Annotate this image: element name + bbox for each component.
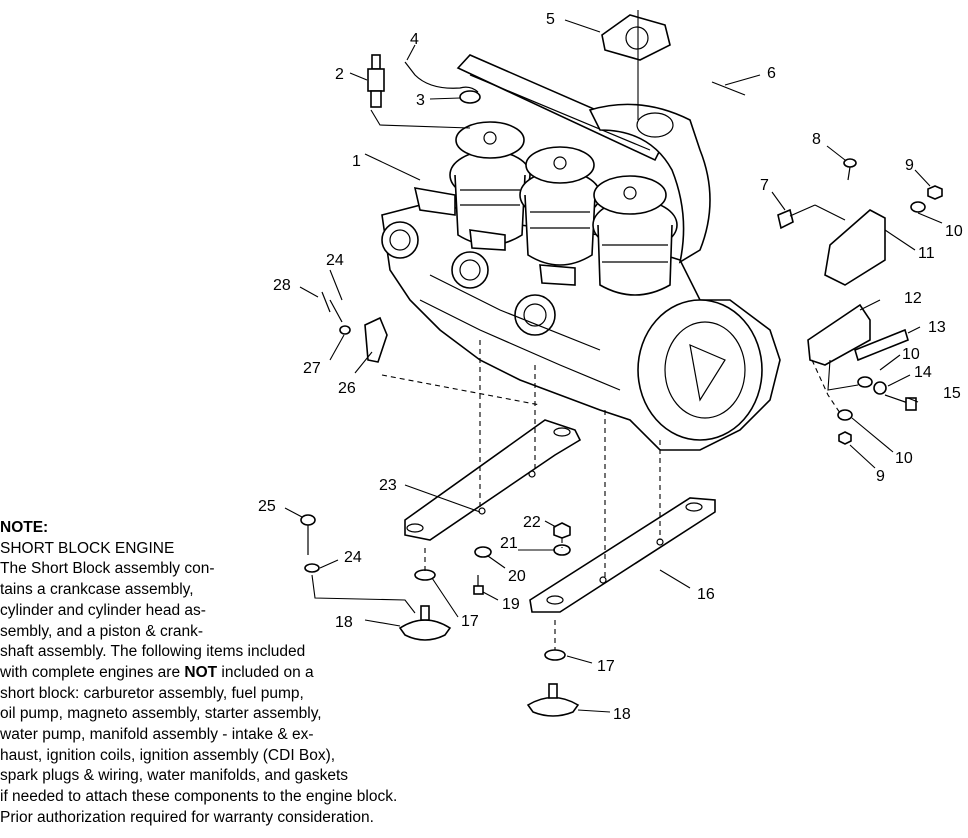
bolt-15 [884, 394, 917, 411]
gasket [601, 14, 671, 61]
callout-8: 8 [812, 131, 821, 148]
callout-24-low: 24 [344, 549, 362, 566]
bracket-11 [824, 209, 886, 286]
cylinder-heads [455, 121, 667, 215]
callout-20: 20 [508, 568, 526, 585]
washer-24-top [339, 325, 351, 335]
callout-14: 14 [914, 364, 932, 381]
callout-21: 21 [500, 535, 518, 552]
callout-17-left: 17 [461, 613, 479, 630]
note-line: water pump, manifold assembly - intake &… [0, 726, 314, 744]
note-line: short block: carburetor assembly, fuel p… [0, 684, 304, 702]
leader-lines [284, 10, 943, 713]
washer-10-mid [857, 376, 873, 388]
bolt-25 [300, 514, 316, 555]
callout-19: 19 [502, 596, 520, 613]
note-line-emphasis: with complete engines are NOT included o… [0, 663, 314, 681]
engine-mount-18-right [526, 683, 580, 717]
callout-4: 4 [410, 31, 419, 48]
nut-22 [553, 522, 571, 539]
note-line: Prior authorization required for warrant… [0, 808, 374, 826]
note-line: cylinder and cylinder head as- [0, 601, 206, 619]
callout-26: 26 [338, 380, 356, 397]
callout-16: 16 [697, 586, 715, 603]
callout-5: 5 [546, 11, 555, 28]
note-line: haust, ignition coils, ignition assembly… [0, 746, 336, 764]
spacer-17-right [544, 649, 566, 661]
note-line: if needed to attach these components to … [0, 788, 398, 806]
note-title: NOTE: [0, 519, 49, 536]
callout-10-top: 10 [945, 223, 963, 240]
callout-12: 12 [904, 290, 922, 307]
bolt-28 [321, 291, 343, 323]
callout-25: 25 [258, 498, 276, 515]
callout-17-right: 17 [597, 658, 615, 675]
bolt-19 [473, 575, 484, 595]
washer-24 [304, 563, 320, 573]
callout-6: 6 [767, 65, 776, 82]
callout-27: 27 [303, 360, 321, 377]
bolt-7 [777, 204, 816, 230]
callout-18-left: 18 [335, 614, 353, 631]
spark-plug [367, 54, 385, 108]
engine-mount-18-left [398, 605, 452, 641]
bracket-12 [807, 303, 871, 366]
clip-26 [364, 316, 388, 363]
washer-21 [553, 544, 571, 556]
callout-10-low: 10 [895, 450, 913, 467]
callout-3: 3 [416, 92, 425, 109]
magneto-housing [637, 299, 763, 441]
callout-15: 15 [943, 385, 961, 402]
callout-9-low: 9 [876, 468, 885, 485]
washer-14 [873, 381, 887, 395]
washer-10-top [910, 201, 926, 213]
callout-numbers: 1 2 3 4 5 6 7 8 9 10 11 12 13 10 14 15 1… [258, 11, 963, 723]
note-line: The Short Block assembly con- [0, 560, 215, 578]
callout-22: 22 [523, 514, 541, 531]
cylinder-group [449, 150, 678, 296]
note-line: tains a crankcase assembly, [0, 581, 194, 599]
note-line: sembly, and a piston & crank- [0, 622, 204, 640]
shim-13 [854, 328, 909, 362]
callout-9-top: 9 [905, 157, 914, 174]
nut-9-low [838, 431, 852, 445]
pin [711, 81, 746, 96]
note-line: spark plugs & wiring, water manifolds, a… [0, 767, 349, 785]
coil-wire [404, 61, 479, 93]
engine-block-illustration [381, 54, 781, 451]
intake-ports [381, 187, 576, 336]
callout-10-mid: 10 [902, 346, 920, 363]
washer-20 [474, 546, 492, 558]
callout-18-right: 18 [613, 706, 631, 723]
callout-11: 11 [918, 245, 935, 262]
mount-rail-16 [529, 497, 716, 613]
callout-13: 13 [928, 319, 946, 336]
callout-1: 1 [352, 153, 361, 170]
short-block-note: NOTE: SHORT BLOCK ENGINE The Short Block… [0, 518, 500, 829]
callout-24-top: 24 [326, 252, 344, 269]
clamp [459, 90, 481, 104]
note-line: oil pump, magneto assembly, starter asse… [0, 705, 322, 723]
callout-28: 28 [273, 277, 291, 294]
callout-7: 7 [760, 177, 769, 194]
mount-rail-23 [404, 419, 582, 541]
nut-9-top [927, 185, 943, 200]
bolt-8 [843, 158, 857, 181]
callout-2: 2 [335, 66, 344, 83]
callout-23: 23 [379, 477, 397, 494]
note-line: shaft assembly. The following items incl… [0, 643, 306, 661]
washer-10-low [837, 409, 853, 421]
note-line: SHORT BLOCK ENGINE [0, 539, 175, 557]
